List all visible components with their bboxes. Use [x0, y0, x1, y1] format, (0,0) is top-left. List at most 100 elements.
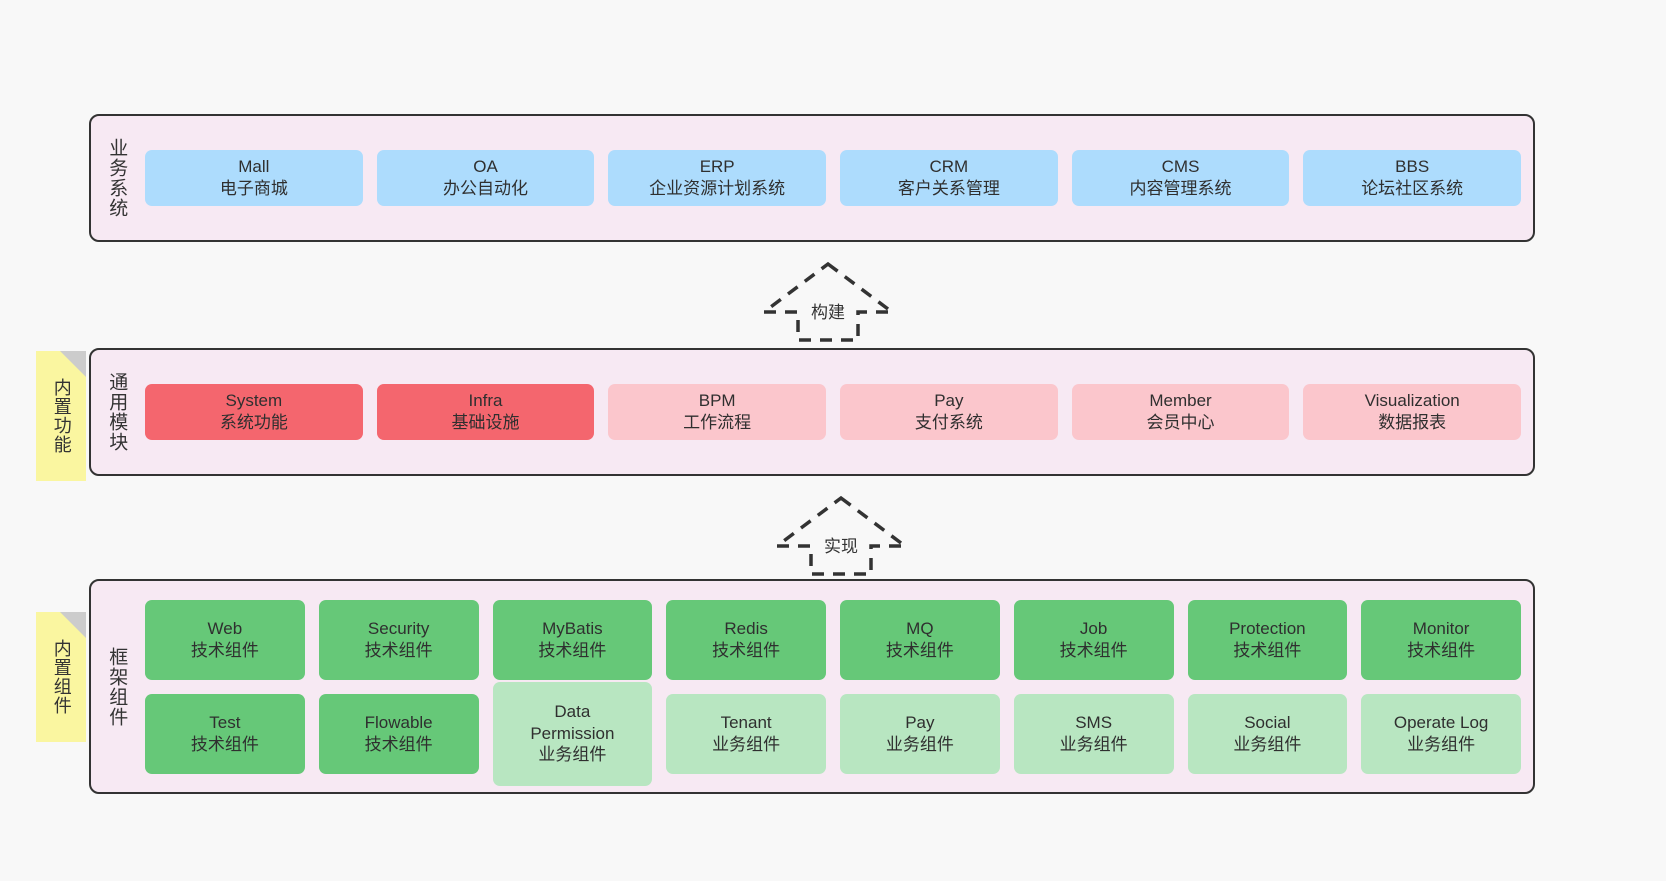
sticky-note-builtin-component: 内置组件 — [36, 612, 86, 742]
cell-data-permission[interactable]: Data Permission 业务组件 — [492, 681, 653, 786]
cell-mybatis[interactable]: MyBatis 技术组件 — [492, 599, 653, 680]
cell-subtitle: 业务组件 — [1233, 734, 1302, 754]
cell-subtitle: 技术组件 — [712, 640, 781, 660]
cell-title: Mall — [238, 157, 270, 177]
cell-subtitle: 技术组件 — [1407, 640, 1476, 660]
cell-subtitle: 技术组件 — [885, 640, 954, 660]
cell-subtitle: 内容管理系统 — [1129, 179, 1232, 198]
cell-title: Web — [207, 618, 243, 638]
cell-security[interactable]: Security 技术组件 — [318, 599, 479, 680]
cell-mall[interactable]: Mall 电子商城 — [145, 150, 363, 206]
cell-title: Job — [1079, 618, 1108, 638]
cell-title: Visualization — [1364, 391, 1460, 411]
cell-title: Infra — [468, 391, 503, 411]
cell-social[interactable]: Social 业务组件 — [1187, 693, 1348, 774]
cell-title: CMS — [1161, 157, 1200, 177]
cell-subtitle: 业务组件 — [885, 734, 954, 754]
layer-cells-common-module: System 系统功能 Infra 基础设施 BPM 工作流程 Pay 支付系统… — [141, 350, 1533, 474]
cell-title: Monitor — [1412, 618, 1470, 638]
cell-title: System — [225, 391, 283, 411]
cell-subtitle: 系统功能 — [219, 413, 288, 432]
layer-title-framework-component: 框架组件 — [106, 646, 128, 727]
cell-subtitle: 技术组件 — [1059, 640, 1128, 660]
connector-implement: 实现 — [771, 495, 911, 576]
cell-row: Test 技术组件 Flowable 技术组件 Data Permission … — [145, 681, 1521, 786]
cell-title: Tenant — [720, 712, 772, 732]
cell-title: Member — [1149, 391, 1212, 411]
cell-infra[interactable]: Infra 基础设施 — [376, 384, 595, 440]
cell-title: Social — [1244, 712, 1291, 732]
cell-row: Mall 电子商城 OA 办公自动化 ERP 企业资源计划系统 CRM 客户关系… — [145, 150, 1522, 206]
layer-title-common-module: 通用模块 — [106, 372, 128, 452]
cell-title: Protection — [1229, 618, 1306, 638]
cell-subtitle: 电子商城 — [219, 179, 288, 198]
cell-subtitle: 会员中心 — [1146, 413, 1215, 432]
connector-build-label: 构建 — [808, 298, 848, 323]
cell-title: SMS — [1075, 712, 1113, 732]
cell-title: Operate Log — [1393, 712, 1489, 732]
cell-erp[interactable]: ERP 企业资源计划系统 — [608, 150, 827, 206]
connector-implement-label: 实现 — [821, 532, 861, 557]
cell-cms[interactable]: CMS 内容管理系统 — [1071, 150, 1290, 206]
cell-job[interactable]: Job 技术组件 — [1013, 599, 1174, 680]
cell-test[interactable]: Test 技术组件 — [145, 693, 305, 774]
cell-subtitle: 业务组件 — [712, 734, 781, 754]
sticky-note-builtin-function: 内置功能 — [36, 351, 86, 481]
cell-subtitle: 企业资源计划系统 — [649, 179, 786, 198]
cell-subtitle: 工作流程 — [683, 413, 752, 432]
cell-operate-log[interactable]: Operate Log 业务组件 — [1361, 693, 1521, 774]
cell-crm[interactable]: CRM 客户关系管理 — [840, 150, 1058, 206]
cell-redis[interactable]: Redis 技术组件 — [666, 599, 826, 680]
layer-title-business-system: 业务系统 — [106, 138, 128, 218]
cell-subtitle: 数据报表 — [1378, 413, 1447, 432]
cell-title: Flowable — [364, 712, 433, 732]
cell-subtitle: 支付系统 — [914, 413, 983, 432]
cell-sms[interactable]: SMS 业务组件 — [1013, 693, 1174, 774]
cell-title: Pay — [905, 712, 935, 732]
cell-subtitle: 技术组件 — [538, 640, 607, 660]
cell-subtitle: 技术组件 — [190, 640, 259, 660]
cell-subtitle: 业务组件 — [1059, 734, 1128, 754]
cell-system[interactable]: System 系统功能 — [145, 384, 363, 440]
cell-title: OA — [473, 157, 498, 177]
cell-row: System 系统功能 Infra 基础设施 BPM 工作流程 Pay 支付系统… — [145, 384, 1522, 440]
cell-title: Redis — [724, 618, 768, 638]
cell-title: Security — [367, 618, 430, 638]
cell-subtitle: 基础设施 — [451, 413, 520, 432]
cell-title: MyBatis — [542, 618, 603, 638]
note-fold-corner-icon — [60, 351, 86, 377]
cell-mq[interactable]: MQ 技术组件 — [840, 599, 1000, 680]
cell-web[interactable]: Web 技术组件 — [145, 599, 305, 680]
cell-pay-component[interactable]: Pay 业务组件 — [840, 693, 1000, 774]
layer-cells-framework-component: Web 技术组件 Security 技术组件 MyBatis 技术组件 Redi… — [141, 581, 1533, 792]
cell-subtitle: 客户关系管理 — [897, 179, 1000, 198]
cell-oa[interactable]: OA 办公自动化 — [376, 150, 595, 206]
cell-title: MQ — [906, 618, 934, 638]
cell-title: Test — [209, 712, 241, 732]
cell-flowable[interactable]: Flowable 技术组件 — [318, 693, 479, 774]
layer-common-module: 通用模块 System 系统功能 Infra 基础设施 BPM 工作流程 Pay… — [89, 348, 1535, 476]
cell-member[interactable]: Member 会员中心 — [1071, 384, 1290, 440]
cell-bbs[interactable]: BBS 论坛社区系统 — [1303, 150, 1522, 206]
cell-visualization[interactable]: Visualization 数据报表 — [1303, 384, 1522, 440]
connector-build: 构建 — [758, 261, 898, 342]
cell-subtitle: 论坛社区系统 — [1361, 179, 1464, 198]
cell-title: ERP — [699, 157, 735, 177]
cell-subtitle: 业务组件 — [1407, 734, 1476, 754]
cell-row: Web 技术组件 Security 技术组件 MyBatis 技术组件 Redi… — [145, 599, 1521, 680]
layer-framework-component: 框架组件 Web 技术组件 Security 技术组件 MyBatis 技术组件… — [89, 579, 1535, 794]
sticky-note-label: 内置功能 — [51, 378, 72, 454]
cell-pay[interactable]: Pay 支付系统 — [840, 384, 1058, 440]
cell-tenant[interactable]: Tenant 业务组件 — [666, 693, 826, 774]
cell-protection[interactable]: Protection 技术组件 — [1187, 599, 1348, 680]
cell-subtitle: 技术组件 — [190, 734, 259, 754]
cell-bpm[interactable]: BPM 工作流程 — [608, 384, 827, 440]
cell-subtitle: 业务组件 — [538, 745, 607, 765]
cell-subtitle: 技术组件 — [1233, 640, 1302, 660]
sticky-note-label: 内置组件 — [51, 639, 72, 715]
cell-subtitle: 办公自动化 — [443, 179, 528, 198]
cell-monitor[interactable]: Monitor 技术组件 — [1361, 599, 1521, 680]
cell-title: CRM — [929, 157, 969, 177]
cell-subtitle: 技术组件 — [364, 640, 433, 660]
